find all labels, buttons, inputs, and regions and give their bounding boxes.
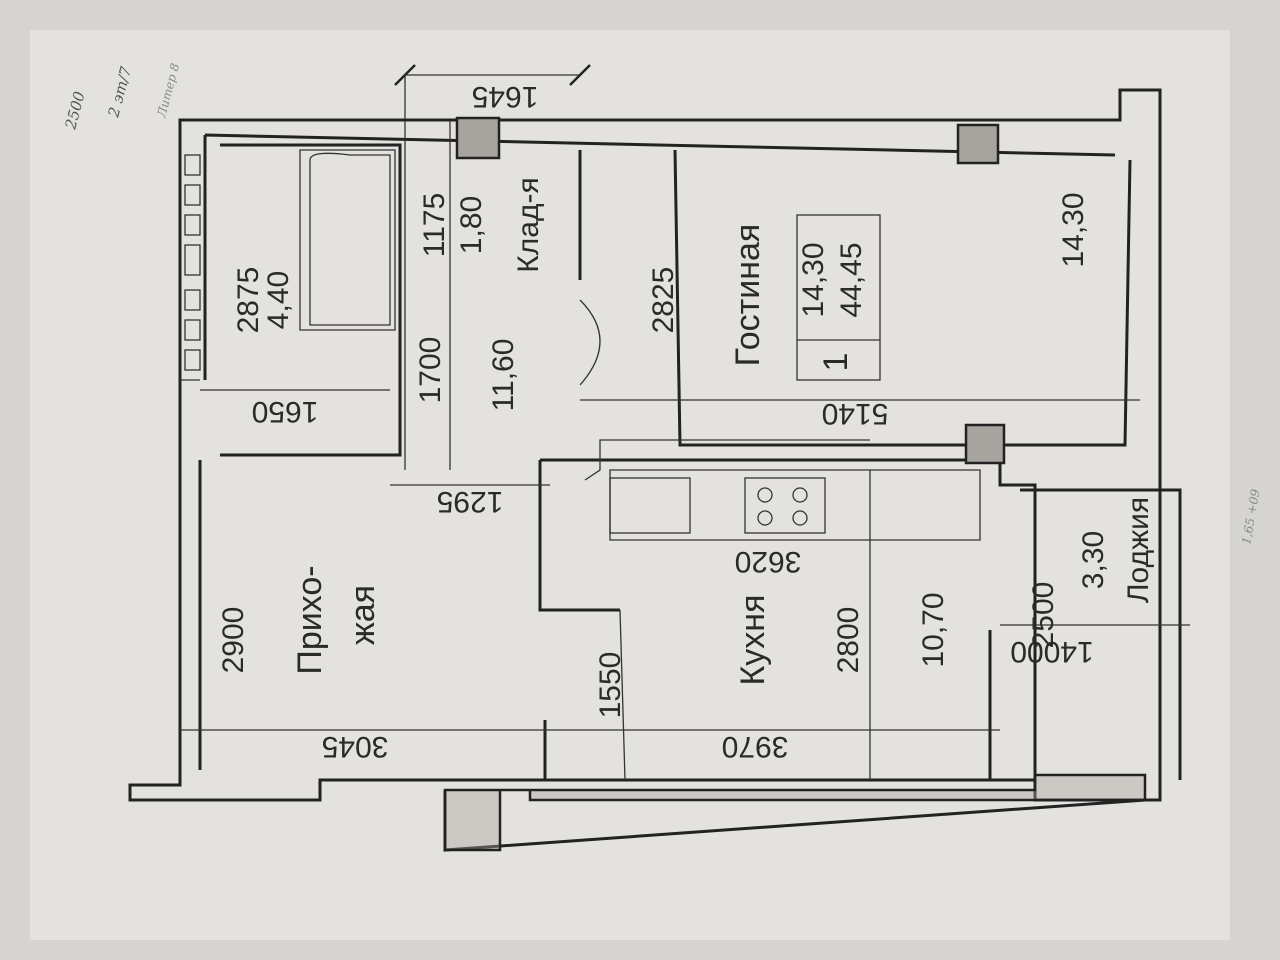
summary-rooms: 1	[817, 353, 855, 372]
loggia-dim-width: 14000	[1010, 635, 1093, 668]
kitchen-dim-h: 3620	[735, 545, 802, 578]
dim-kitchen-width: 3970	[722, 730, 789, 763]
walls	[128, 64, 1190, 852]
summary-box	[796, 214, 881, 381]
living-label: Гостиная	[729, 224, 767, 367]
bath-dim: 2875	[232, 267, 265, 334]
hallway-label-2: жая	[344, 585, 382, 645]
column	[455, 116, 501, 160]
summary-total-area: 44,45	[835, 242, 868, 317]
bath-area: 4,40	[262, 271, 295, 329]
living-area: 14,30	[1057, 192, 1090, 267]
paper	[30, 30, 1230, 940]
summary-living-area: 14,30	[797, 242, 830, 317]
storage-area: 1,80	[455, 196, 488, 254]
loggia-dim: 2500	[1027, 582, 1060, 649]
dim-hall-width: 3045	[322, 730, 389, 763]
sink	[609, 477, 691, 534]
column	[964, 423, 1006, 465]
dim-corridor-width: 1295	[437, 485, 504, 518]
hallway-dim: 2900	[217, 607, 250, 674]
storage-label: Клад-я	[512, 177, 545, 272]
dim-bath-width: 1650	[252, 395, 319, 428]
corridor-area: 11,60	[487, 339, 520, 412]
hallway-label-1: Прихо-	[291, 565, 329, 674]
kitchen-dim: 2800	[832, 607, 865, 674]
loggia-label: Лоджия	[1122, 497, 1155, 603]
dim-living-width: 5140	[822, 397, 889, 430]
labels: 1645 2875 4,40 1175 1,80 Клад-я 1700 11,…	[217, 80, 1155, 763]
kitchen-area: 10,70	[917, 592, 950, 667]
living-dim: 2825	[647, 267, 680, 334]
dim-top: 1645	[472, 80, 539, 113]
loggia-area: 3,30	[1077, 531, 1110, 589]
column	[956, 123, 1000, 165]
kitchen-label: Кухня	[734, 595, 772, 686]
storage-dim: 1175	[418, 193, 451, 258]
corridor-dim: 1700	[414, 337, 447, 404]
stove	[744, 477, 826, 534]
kitchen-dim-left: 1550	[594, 652, 627, 719]
